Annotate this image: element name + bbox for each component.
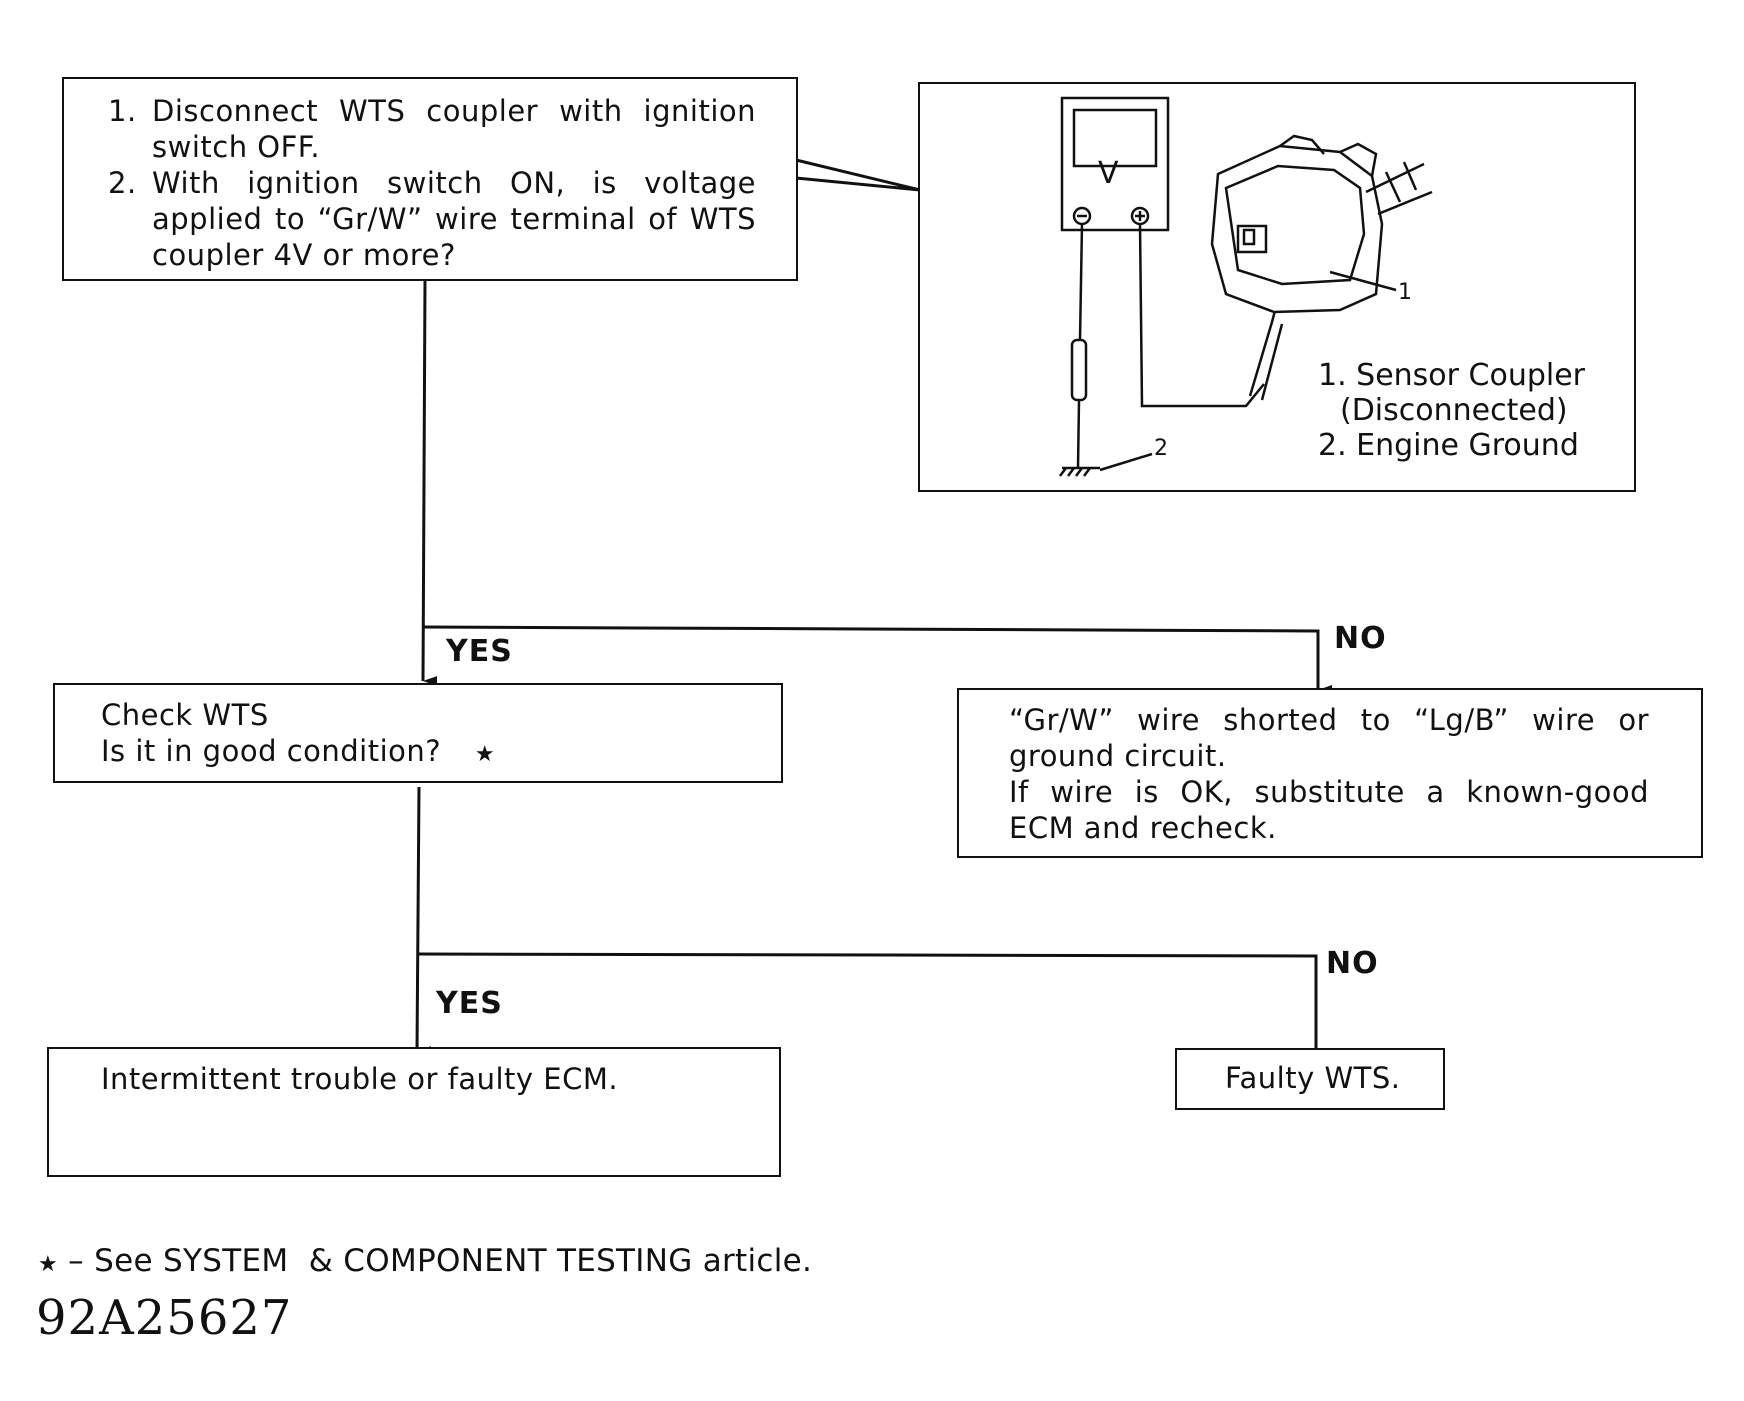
voltmeter-illustration: V 1 2 1. Sensor Coupler (Disconnected) 2… <box>918 82 1636 492</box>
step2-box: Check WTS Is it in good condition? ★ <box>53 683 783 783</box>
step1-item-2-text: With ignition switch ON, is voltage appl… <box>152 166 756 272</box>
step1-item-1-text: Disconnect WTS coupler with ignition swi… <box>152 94 756 164</box>
step1-box: 1. Disconnect WTS coupler with ignition … <box>62 77 798 281</box>
connector-step1-down <box>421 279 438 687</box>
step2-line-2: Is it in good condition? ★ <box>101 733 781 773</box>
figure-id: 92A25627 <box>36 1290 293 1346</box>
step1-item-2-number: 2. <box>108 166 137 200</box>
step1-item-1: 1. Disconnect WTS coupler with ignition … <box>108 93 756 165</box>
no-result-2-box: Faulty WTS. <box>1175 1048 1445 1110</box>
callout-2: 2 <box>1154 436 1168 461</box>
step1-item-2: 2. With ignition switch ON, is voltage a… <box>108 165 756 273</box>
step2-question: Is it in good condition? <box>101 734 442 768</box>
positive-lead <box>1138 223 1265 408</box>
branch2-no-label: NO <box>1326 946 1379 981</box>
callout-1-leader <box>1329 270 1397 292</box>
no-result-1-text-2: If wire is OK, substitute a known-good E… <box>1009 775 1649 845</box>
branch2-yes-label: YES <box>436 986 503 1021</box>
legend-line-3: 2. Engine Ground <box>1318 428 1579 463</box>
no-result-1-box: “Gr/W” wire shorted to “Lg/B” wire or gr… <box>957 688 1703 858</box>
voltmeter-wiring-drawing <box>1059 96 1433 477</box>
no-result-1-text: “Gr/W” wire shorted to “Lg/B” wire or gr… <box>1009 703 1649 773</box>
meter-letter-v: V <box>1098 156 1119 191</box>
footnote-star-icon: ★ <box>38 1252 59 1277</box>
connector-step2-down <box>415 786 432 1057</box>
footnote: ★ – See SYSTEM & COMPONENT TESTING artic… <box>38 1243 812 1279</box>
negative-lead <box>1078 223 1084 341</box>
yes-result-2-text: Intermittent trouble or faulty ECM. <box>101 1062 619 1096</box>
connector-no-1 <box>422 625 1332 695</box>
footnote-text: – See SYSTEM & COMPONENT TESTING article… <box>58 1243 813 1279</box>
legend-line-2: (Disconnected) <box>1340 393 1568 428</box>
callout-1: 1 <box>1398 280 1412 305</box>
callout-2-leader <box>1099 452 1153 472</box>
legend-line-1: 1. Sensor Coupler <box>1318 358 1586 393</box>
coupler-terminal <box>1236 224 1268 254</box>
branch1-no-label: NO <box>1334 621 1387 656</box>
branch1-yes-label: YES <box>446 634 513 669</box>
illustration-legend: 1. Sensor Coupler (Disconnected) 2. Engi… <box>1318 358 1585 463</box>
ground-clip <box>1070 338 1088 402</box>
no-result-2-text: Faulty WTS. <box>1225 1061 1401 1095</box>
step2-line-1: Check WTS <box>101 698 269 732</box>
connector-no-2 <box>416 952 1330 1059</box>
pointer-step1-to-illustration <box>795 158 921 192</box>
star-icon: ★ <box>474 742 496 767</box>
step1-item-1-number: 1. <box>108 94 137 128</box>
yes-result-2-box: Intermittent trouble or faulty ECM. <box>47 1047 781 1177</box>
ground-symbol <box>1059 466 1100 477</box>
coupler-cable <box>1365 161 1433 216</box>
voltmeter-display <box>1072 108 1158 168</box>
